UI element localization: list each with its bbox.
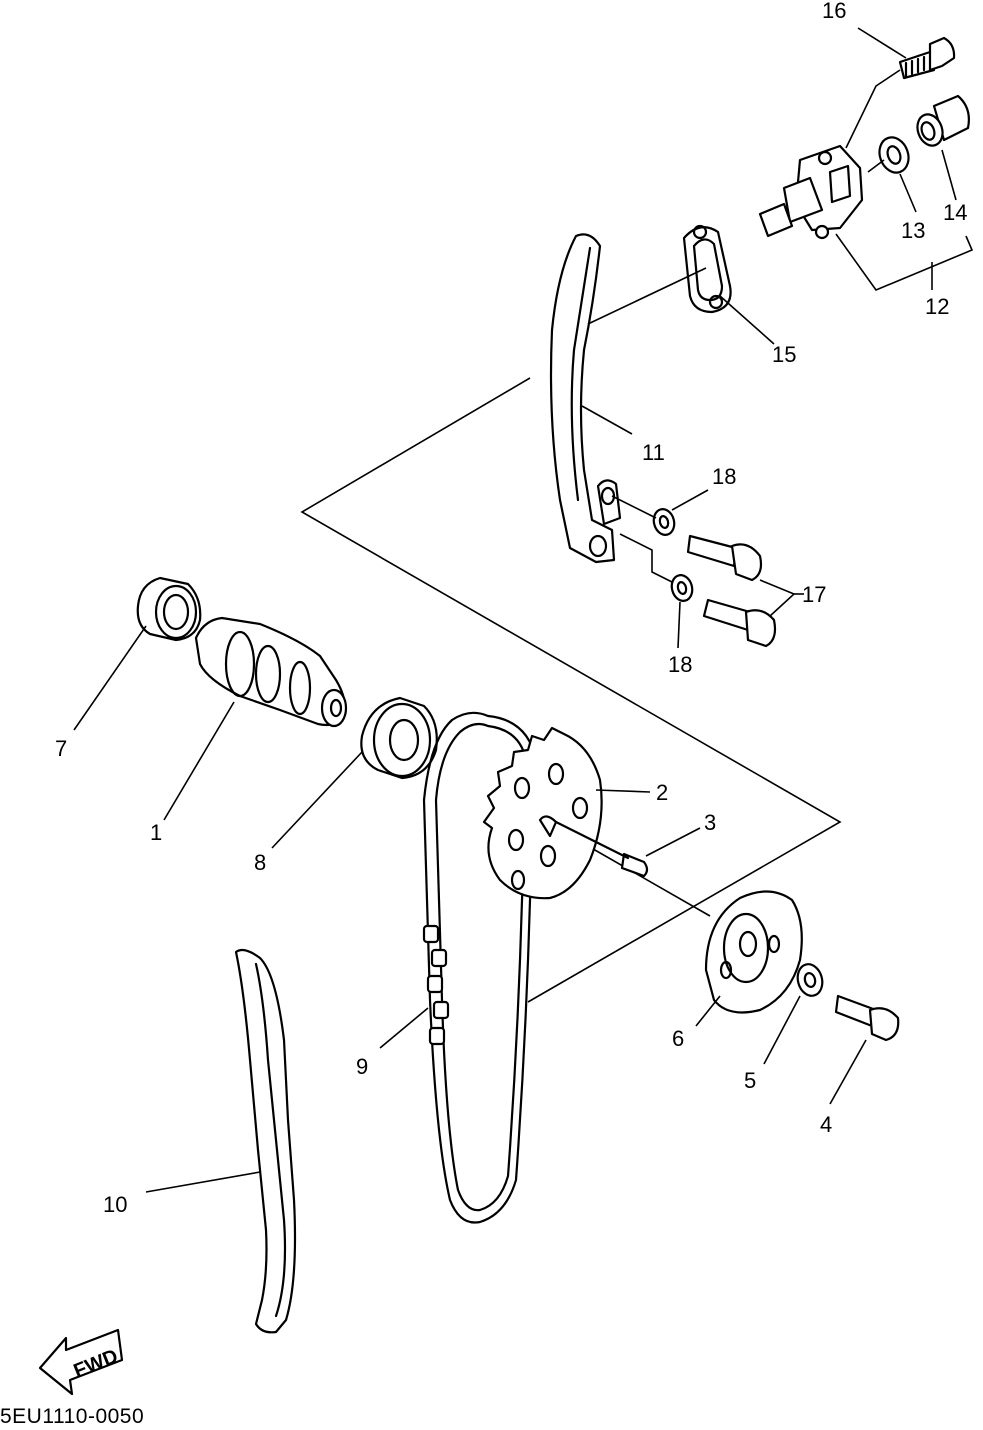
label-part-6: 6 xyxy=(672,1026,684,1051)
part-3-pin xyxy=(554,820,649,878)
part-7-bearing xyxy=(136,576,202,642)
part-4-bolt xyxy=(834,994,900,1042)
label-part-10: 10 xyxy=(103,1192,127,1217)
chain-links xyxy=(422,924,450,1046)
label-part-12: 12 xyxy=(925,294,949,319)
leader-lines xyxy=(73,27,974,1193)
part-18-washers xyxy=(652,508,694,602)
label-part-18-lower: 18 xyxy=(668,652,692,677)
label-part-3: 3 xyxy=(704,810,716,835)
label-part-1: 1 xyxy=(150,820,162,845)
part-5-washer xyxy=(796,963,824,997)
part-16-bolt xyxy=(898,36,956,80)
label-part-13: 13 xyxy=(901,218,925,243)
part-13-washer xyxy=(878,136,910,174)
drawing-code: 5EU1110-0050 xyxy=(0,1405,145,1428)
label-part-11: 11 xyxy=(642,440,665,465)
label-part-15: 15 xyxy=(772,342,796,367)
part-12-tensioner xyxy=(758,144,864,240)
label-part-7: 7 xyxy=(55,736,67,761)
part-10-guide xyxy=(234,948,297,1334)
part-8-bearing xyxy=(360,696,438,780)
label-part-8: 8 xyxy=(254,850,266,875)
part-11-guide xyxy=(549,233,622,564)
label-part-9: 9 xyxy=(356,1054,368,1079)
label-part-18-upper: 18 xyxy=(712,464,736,489)
label-part-17: 17 xyxy=(802,582,826,607)
part-6-plate xyxy=(704,890,803,1014)
label-part-16: 16 xyxy=(822,0,846,23)
label-part-2: 2 xyxy=(656,780,668,805)
part-17-bolts xyxy=(686,534,777,648)
part-1-camshaft xyxy=(194,616,348,728)
part-2-sprocket xyxy=(482,726,603,900)
part-labels: 16 14 13 12 15 11 18 17 18 7 2 1 3 8 6 9… xyxy=(55,0,967,1217)
part-14-cap-bolt xyxy=(916,94,970,147)
label-part-4: 4 xyxy=(820,1112,832,1137)
fwd-arrow: FWD xyxy=(38,1328,124,1396)
label-part-14: 14 xyxy=(943,200,967,225)
label-part-5: 5 xyxy=(744,1068,756,1093)
